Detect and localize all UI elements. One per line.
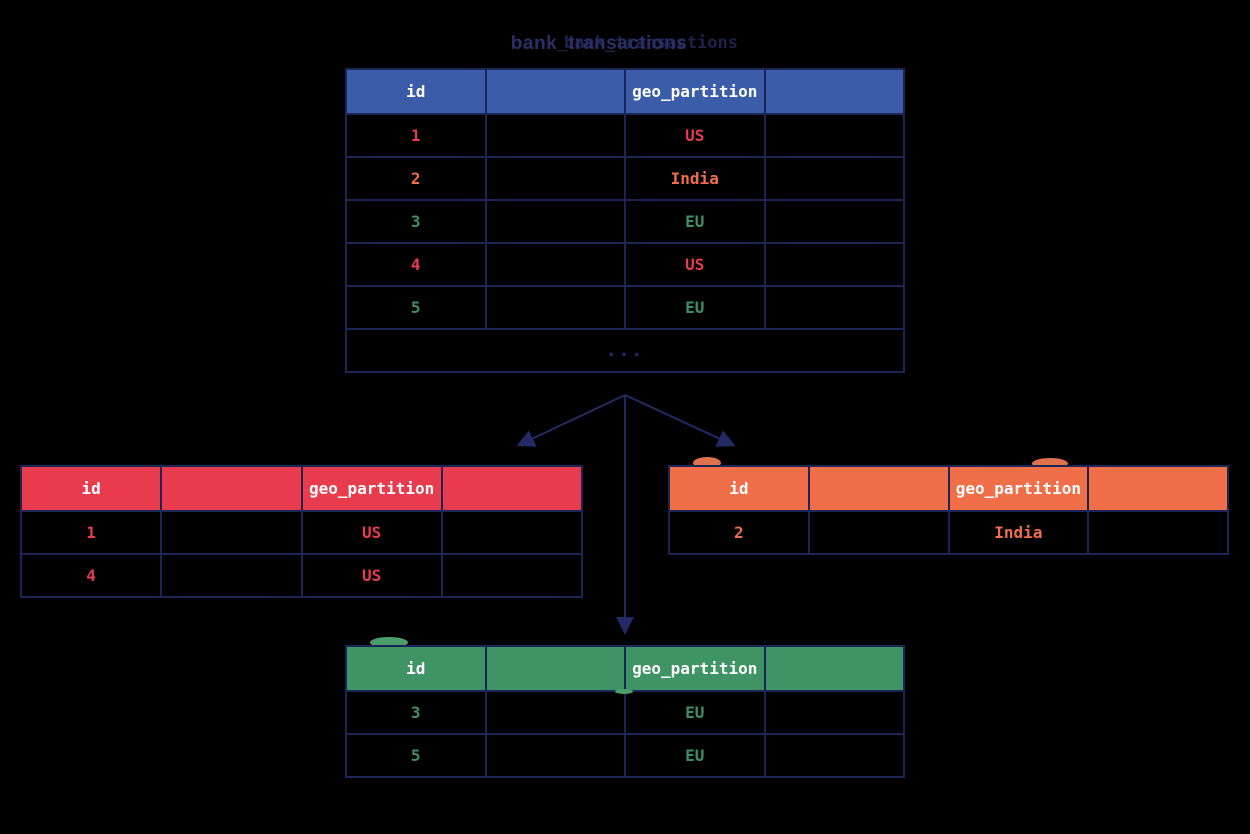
main-header-id: id xyxy=(345,68,487,115)
eu-header-empty-1 xyxy=(484,645,626,692)
cell-empty xyxy=(763,733,905,778)
cell-empty xyxy=(807,510,950,555)
green-peek-shape xyxy=(370,637,408,648)
table-header-row: id geo_partition xyxy=(345,645,905,692)
diagram-title-text: bank_transactions xyxy=(510,33,688,54)
us-header-empty-2 xyxy=(440,465,584,512)
us-header-empty-1 xyxy=(160,465,303,512)
table-row: 1 US xyxy=(345,113,905,158)
diagram-title-ghost-text: bank_transactions xyxy=(564,33,738,53)
cell-id: 2 xyxy=(345,156,487,201)
cell-empty xyxy=(484,733,626,778)
table-row: 4 US xyxy=(345,242,905,287)
cell-geo-partition: EU xyxy=(624,199,766,244)
cell-empty xyxy=(484,156,626,201)
green-peek-shape xyxy=(615,689,633,694)
table-row: 3 EU xyxy=(345,690,905,735)
main-header-empty-2 xyxy=(763,68,905,115)
main-table-bank-transactions: id geo_partition 1 US 2 India 3 EU 4 xyxy=(345,68,905,373)
table-row: 5 EU xyxy=(345,285,905,330)
us-header-id: id xyxy=(19,465,163,512)
table-header-row: id geo_partition xyxy=(345,68,905,115)
cell-geo-partition: EU xyxy=(624,733,766,778)
us-partition-table: id geo_partition 1 US 4 US xyxy=(19,465,584,598)
cell-empty xyxy=(763,156,905,201)
cell-empty xyxy=(440,510,584,555)
cell-geo-partition: US xyxy=(624,113,766,158)
india-header-geo-partition: geo_partition xyxy=(947,465,1090,512)
cell-id: 3 xyxy=(345,199,487,244)
cell-empty xyxy=(763,199,905,244)
cell-id: 2 xyxy=(668,510,810,555)
cell-empty xyxy=(763,285,905,330)
cell-empty xyxy=(484,199,626,244)
cell-empty xyxy=(763,113,905,158)
table-row: 5 EU xyxy=(345,733,905,778)
cell-id: 5 xyxy=(345,733,487,778)
cell-empty xyxy=(763,690,905,735)
cell-geo-partition: India xyxy=(624,156,766,201)
ellipsis-cell: ... xyxy=(345,328,905,373)
cell-id: 5 xyxy=(345,285,487,330)
cell-empty xyxy=(484,113,626,158)
india-partition-table: id geo_partition 2 India xyxy=(668,465,1229,555)
cell-geo-partition: India xyxy=(947,510,1090,555)
eu-header-id: id xyxy=(345,645,487,692)
diagram-title: bank_transactions bank_transactions xyxy=(0,33,1250,61)
cell-empty xyxy=(1087,510,1229,555)
main-header-empty-1 xyxy=(484,68,626,115)
india-header-empty-2 xyxy=(1087,465,1229,512)
us-header-geo-partition: geo_partition xyxy=(300,465,443,512)
table-header-row: id geo_partition xyxy=(668,465,1229,512)
table-row: 3 EU xyxy=(345,199,905,244)
cell-empty xyxy=(484,242,626,287)
cell-empty xyxy=(160,510,303,555)
table-row: 2 India xyxy=(345,156,905,201)
table-row: 4 US xyxy=(19,553,584,598)
eu-partition-table: id geo_partition 3 EU 5 EU xyxy=(345,645,905,778)
cell-empty xyxy=(484,690,626,735)
cell-empty xyxy=(160,553,303,598)
arrow-to-india-partition xyxy=(624,394,736,447)
cell-id: 4 xyxy=(19,553,163,598)
eu-header-empty-2 xyxy=(763,645,905,692)
table-header-row: id geo_partition xyxy=(19,465,584,512)
arrow-to-us-partition xyxy=(516,394,626,447)
main-header-geo-partition: geo_partition xyxy=(624,68,766,115)
cell-id: 1 xyxy=(345,113,487,158)
india-header-empty-1 xyxy=(807,465,950,512)
cell-empty xyxy=(763,242,905,287)
ellipsis-row: ... xyxy=(345,328,905,373)
cell-empty xyxy=(484,285,626,330)
eu-header-geo-partition: geo_partition xyxy=(624,645,766,692)
cell-empty xyxy=(440,553,584,598)
cell-geo-partition: US xyxy=(300,510,443,555)
cell-id: 4 xyxy=(345,242,487,287)
cell-geo-partition: US xyxy=(624,242,766,287)
cell-id: 3 xyxy=(345,690,487,735)
cell-geo-partition: EU xyxy=(624,690,766,735)
cell-geo-partition: US xyxy=(300,553,443,598)
table-row: 1 US xyxy=(19,510,584,555)
cell-id: 1 xyxy=(19,510,163,555)
orange-peek-shape xyxy=(1032,458,1068,469)
cell-geo-partition: EU xyxy=(624,285,766,330)
table-row: 2 India xyxy=(668,510,1229,555)
india-header-id: id xyxy=(668,465,810,512)
